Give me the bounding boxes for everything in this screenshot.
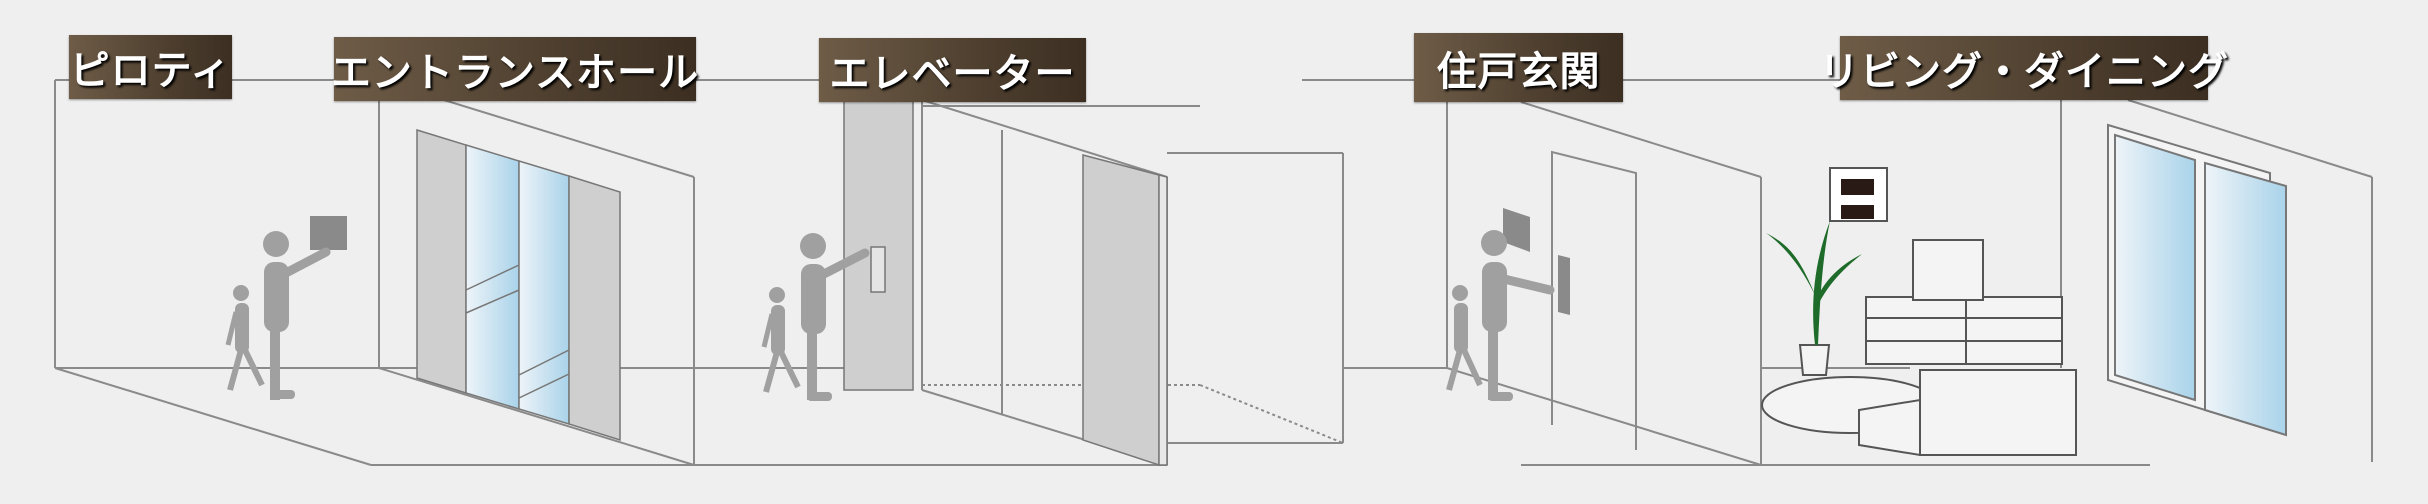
living-window — [2107, 123, 2287, 437]
entrance-auto-door — [416, 128, 621, 442]
child-figure — [1446, 285, 1483, 391]
adult-figure — [800, 233, 870, 401]
label-unit-entrance: 住戸玄関 — [1414, 33, 1623, 102]
label-living-dining: リビング・ダイニング — [1819, 36, 2228, 100]
chest-of-drawers — [1865, 296, 2063, 365]
plant — [1766, 221, 1862, 345]
intercom-panel-piloti — [310, 216, 347, 250]
adult-figure — [263, 231, 331, 400]
label-piloti: ピロティ — [69, 35, 232, 99]
sofa — [1858, 369, 2077, 457]
intercom-panel-unit — [1503, 208, 1530, 252]
entrance-hall-space — [378, 99, 695, 466]
plant-pot — [1798, 344, 1831, 376]
elevator-door — [843, 98, 1168, 467]
door-lock-panel — [1558, 255, 1570, 315]
label-elevator: エレベーター — [819, 38, 1086, 102]
adult-figure — [1481, 230, 1555, 401]
child-figure — [761, 287, 801, 393]
child-figure — [225, 285, 265, 391]
label-entrance-hall: エントランスホール — [331, 37, 698, 101]
television — [1912, 239, 1984, 301]
elevator-call-button — [870, 246, 886, 293]
